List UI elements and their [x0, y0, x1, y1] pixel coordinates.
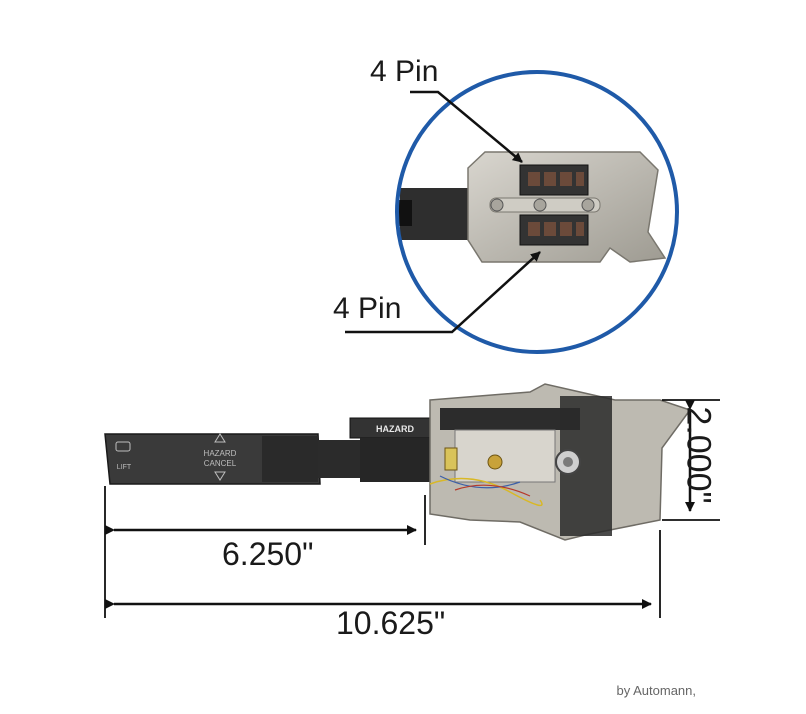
triangle-down-icon	[214, 471, 226, 481]
lower-4-pin-label: 4 Pin	[333, 292, 402, 325]
triangle-up-icon	[214, 433, 226, 443]
wire-blue	[439, 475, 521, 489]
lever-length-label: 6.250"	[222, 536, 314, 572]
upper-4-pin-label: 4 Pin	[370, 55, 439, 88]
lift-label: LIFT	[117, 464, 132, 471]
bolt-head	[487, 454, 503, 470]
wire-red	[454, 484, 531, 497]
dimension-lines	[104, 399, 720, 618]
overall-length-label: 10.625"	[336, 605, 446, 641]
zoom-circle-outline	[395, 70, 679, 354]
hazard-tab-label: HAZARD	[376, 424, 414, 434]
wire-yellow	[429, 477, 543, 507]
hazard-cancel-line2: CANCEL	[204, 459, 237, 468]
turn-signal-switch: HAZARD HAZARD CANCEL LIFT	[104, 383, 692, 541]
credit-text: by Automann,	[616, 683, 697, 698]
lamp-icon	[115, 441, 131, 452]
height-label: 2.000"	[679, 406, 718, 504]
connector-detail-zoom	[395, 70, 679, 354]
hazard-cancel-line1: HAZARD	[204, 449, 237, 458]
lower-pin-leader	[345, 251, 541, 334]
upper-pin-leader	[410, 90, 523, 163]
